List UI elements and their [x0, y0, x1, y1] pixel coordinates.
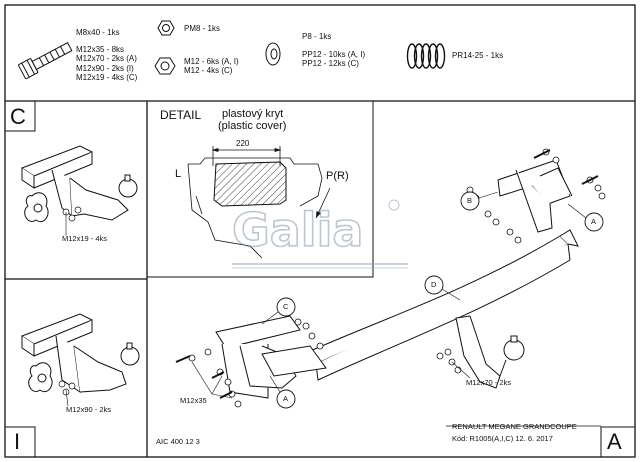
bolt-line: M12x90 - 2ks (I)	[76, 63, 134, 73]
spring-label: PR14-25 - 1ks	[452, 51, 504, 60]
bolt-ball-label: M12x70 - 2ks	[466, 378, 512, 387]
vehicle-code: Kód: R1005(A,I,C) 12. 6. 2017	[452, 434, 553, 443]
vehicle-name: RENAULT MEGANE GRANDCOUPE	[452, 422, 577, 431]
bolt-line: M12x19 - 4ks (C)	[76, 73, 138, 82]
callout-a-top: A	[591, 217, 597, 226]
washer-list: P8 - 1ks PP12 - 10ks (A, I) PP12 - 12ks …	[302, 32, 365, 69]
galia-logo: Galia	[231, 199, 408, 269]
nut-icon	[154, 20, 176, 75]
washer-line: P8 - 1ks	[302, 32, 332, 41]
bolt-line: M12x35 - 8ks	[76, 44, 125, 54]
washer-icon	[265, 42, 281, 66]
detail-dimension: 220	[236, 139, 250, 148]
panel-c-bolt: M12x19 - 4ks	[62, 234, 108, 243]
panel-i-bolt: M12x90 - 2ks	[66, 405, 112, 414]
bolt-icon	[18, 41, 73, 80]
detail-left-label: L	[175, 168, 182, 180]
washer-line: PP12 - 12ks (C)	[302, 59, 359, 68]
spring-icon	[406, 43, 446, 69]
callout-c: C	[283, 302, 289, 311]
panel-i-letter: I	[14, 429, 21, 454]
nut-line: M12 - 6ks (A, I)	[184, 56, 239, 66]
bolt-line: M8x40 - 1ks	[76, 28, 120, 37]
callout-a-bottom: A	[283, 394, 289, 403]
watermark: Galia	[232, 203, 363, 257]
bolt-left-label: M12x35	[180, 396, 207, 405]
detail-title: DETAIL	[160, 108, 202, 122]
bolt-line: M12x70 - 2ks (A)	[76, 54, 137, 63]
nut-line: M12 - 4ks (C)	[184, 66, 233, 75]
washer-line: PP12 - 10ks (A, I)	[302, 49, 366, 59]
callout-b: B	[467, 196, 473, 205]
drawing-number: AIC 400 12 3	[156, 437, 200, 446]
panel-a-letter: A	[607, 429, 622, 454]
nut-line: PM8 - 1ks	[184, 24, 221, 33]
detail-caption-cz: plastový kryt	[222, 108, 284, 120]
nut-list: PM8 - 1ks M12 - 6ks (A, I) M12 - 4ks (C)	[184, 24, 239, 76]
detail-right-label: P(R)	[326, 170, 349, 182]
bolt-list: M8x40 - 1ks M12x35 - 8ks M12x70 - 2ks (A…	[76, 28, 137, 83]
detail-caption-en: (plastic cover)	[218, 120, 287, 132]
panel-c-letter: C	[10, 104, 26, 129]
callout-d: D	[431, 280, 437, 289]
